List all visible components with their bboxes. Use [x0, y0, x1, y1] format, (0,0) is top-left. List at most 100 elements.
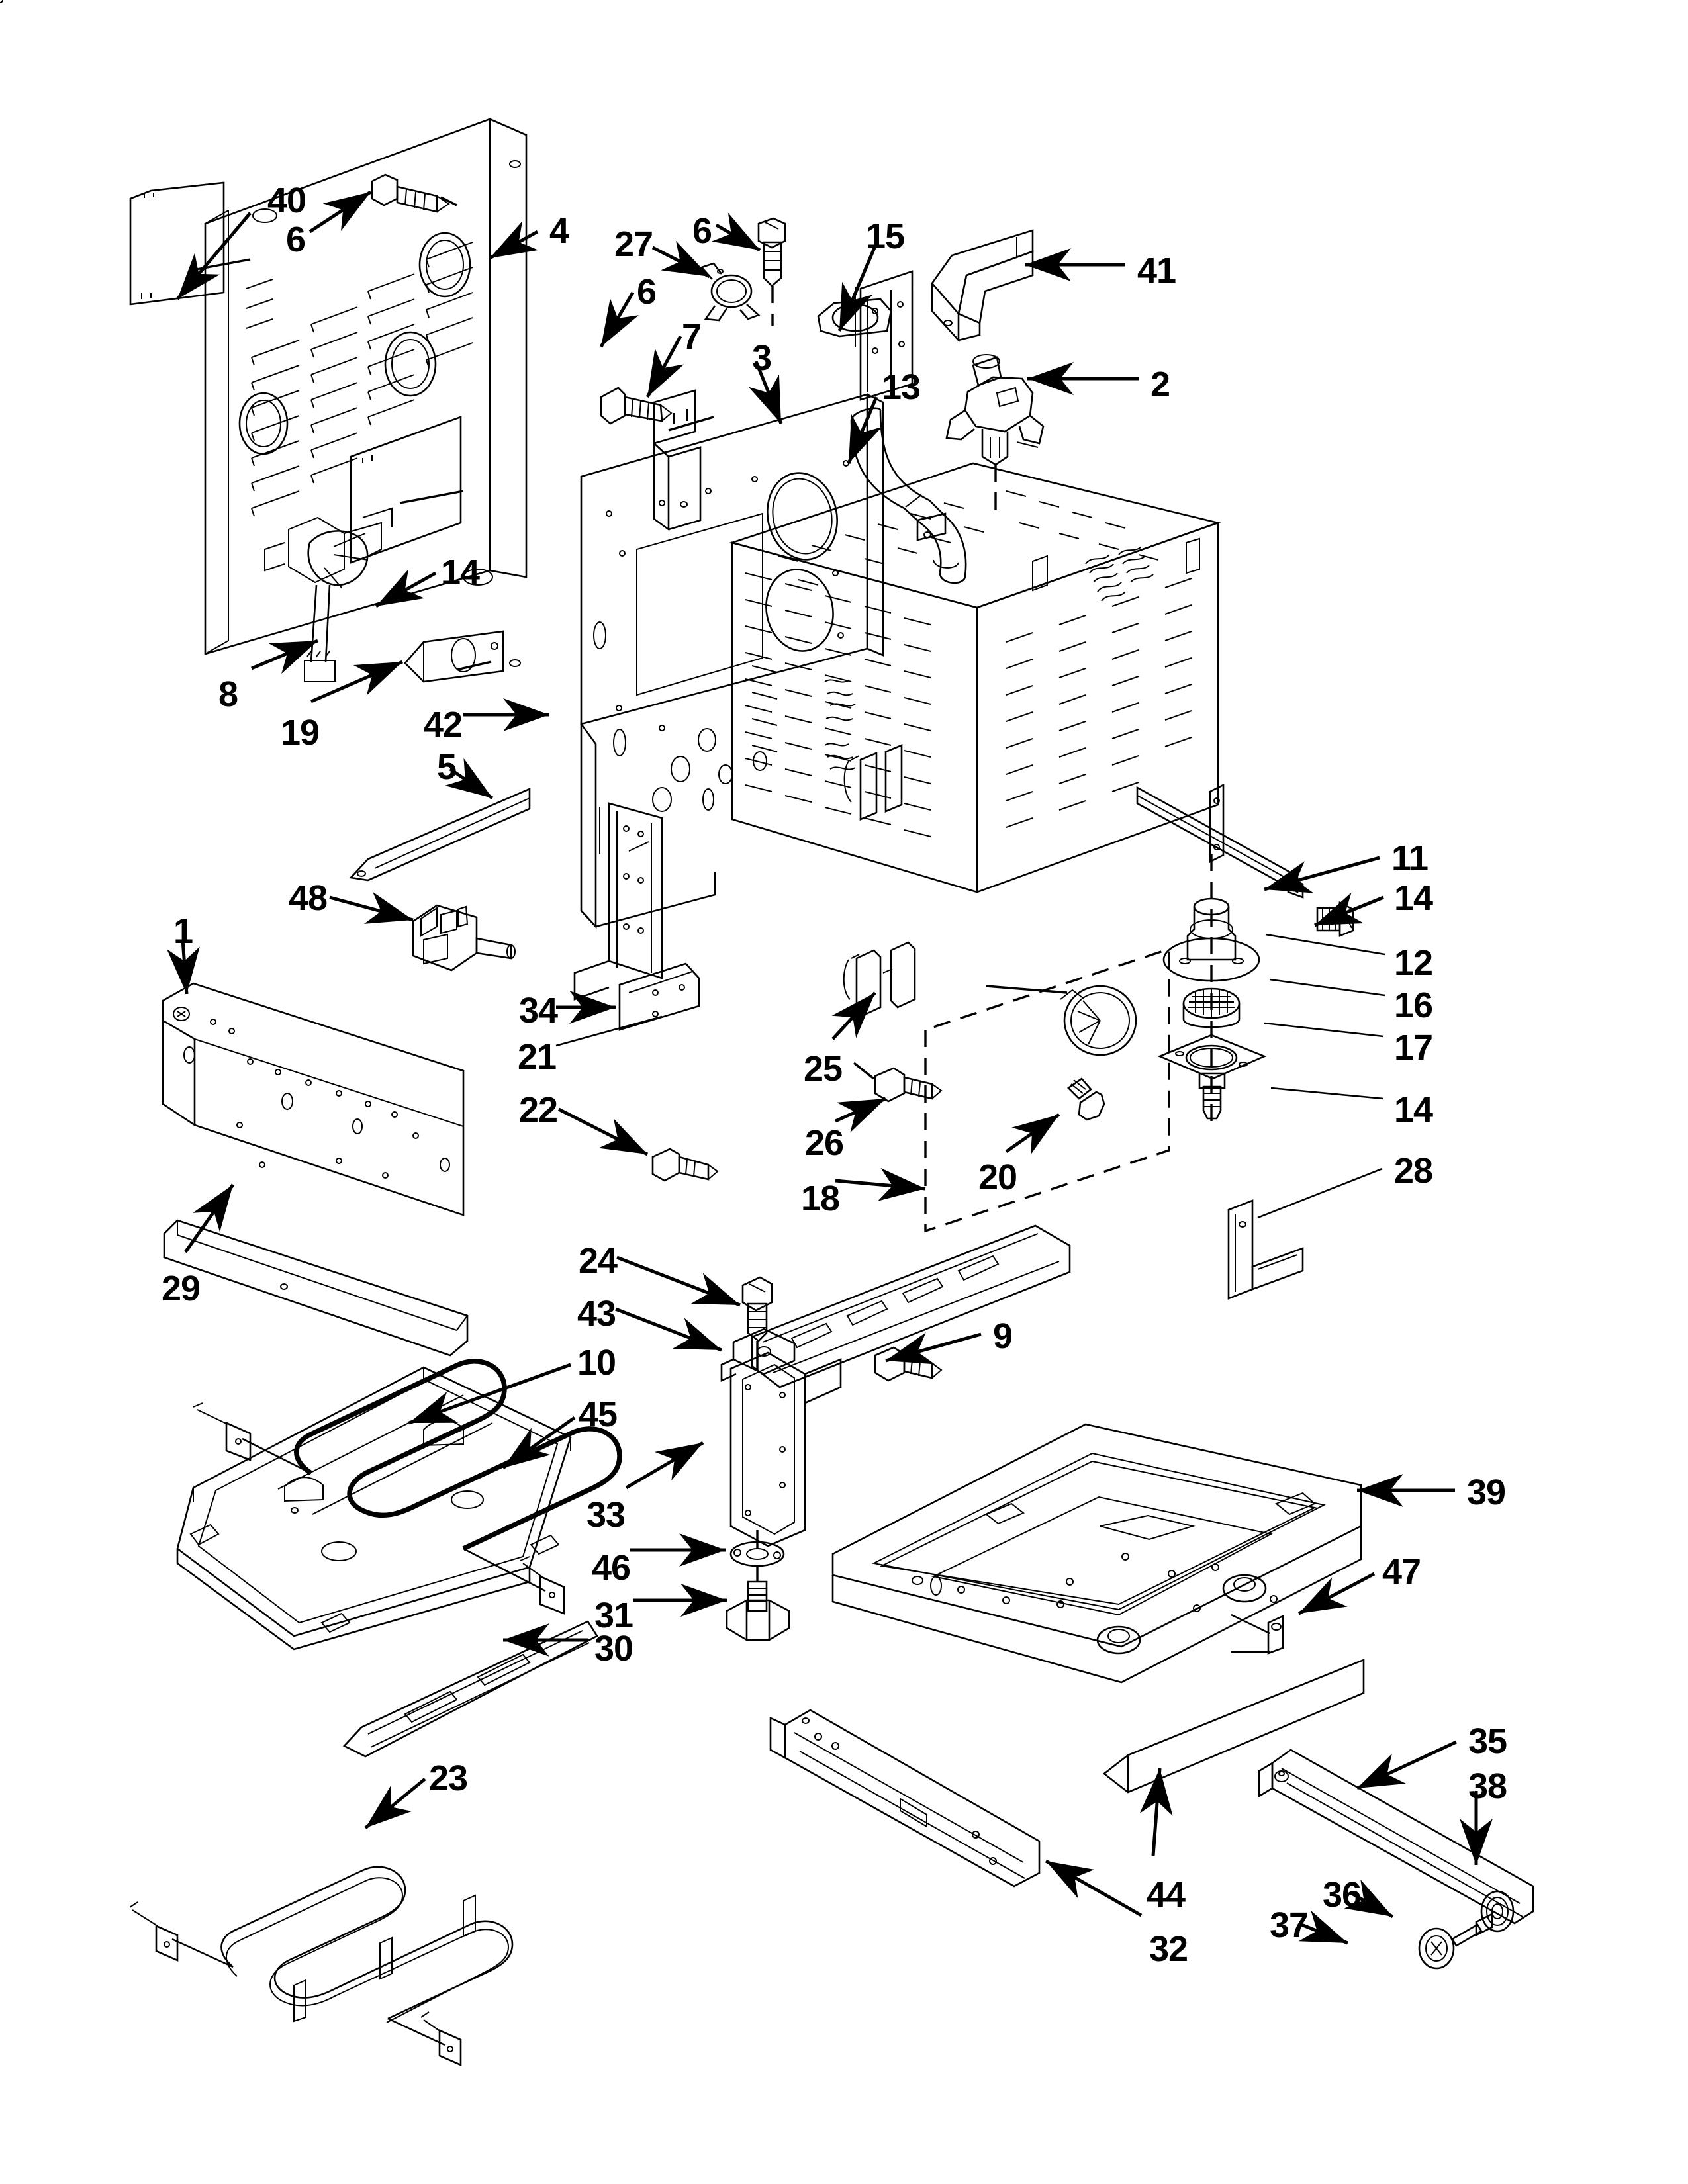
leader-line-33 [625, 1441, 704, 1490]
callout-number-24: 24 [579, 1241, 618, 1281]
callout-number-25: 25 [804, 1049, 843, 1089]
callout-number-40: 40 [267, 181, 306, 220]
part-corner-bracket [1227, 1199, 1304, 1300]
callout-leaders [166, 190, 1493, 1945]
callout-number-6: 6 [692, 211, 712, 251]
leader-line-45 [502, 1416, 576, 1470]
leader-line-26 [834, 1097, 887, 1133]
part-rack-guide-rail [342, 1620, 598, 1758]
callout-number-9: 9 [993, 1316, 1013, 1356]
leader-line-7 [645, 335, 684, 398]
callout-number-44: 44 [1147, 1875, 1186, 1915]
callout-number-45: 45 [579, 1394, 618, 1434]
callout-number-8: 8 [218, 674, 238, 714]
part-fan-shroud [404, 630, 504, 683]
callout-number-29: 29 [162, 1269, 201, 1308]
leader-line-23 [364, 1778, 426, 1829]
callout-number-38: 38 [1468, 1766, 1507, 1806]
part-broil-element [129, 1866, 514, 2066]
part-rear-panel [204, 118, 528, 667]
leader-line-6 [599, 291, 639, 348]
part-screw-6-right [757, 217, 786, 326]
leader-line-11 [1264, 856, 1380, 893]
callout-number-16: 16 [1394, 985, 1433, 1025]
callout-number-18: 18 [801, 1179, 840, 1218]
dashed-region [924, 947, 1170, 1233]
leader-line-32 [1045, 1859, 1143, 1917]
leader-line-8 [251, 639, 318, 674]
callout-number-37: 37 [1270, 1905, 1309, 1945]
callout-number-7: 7 [682, 317, 702, 357]
leader-line-6 [308, 190, 372, 234]
part-side-panel [573, 802, 700, 1031]
part-gas-valve [945, 354, 1045, 510]
leader-line-24 [616, 1255, 741, 1307]
part-fan-motor [264, 507, 393, 682]
part-door-latch-motor [412, 904, 516, 972]
part-side-trim-rail [349, 788, 531, 882]
callout-number-19: 19 [281, 713, 320, 752]
callout-number-41: 41 [1137, 251, 1176, 291]
callout-number-48: 48 [289, 878, 328, 918]
part-drawer-glide [1258, 1749, 1534, 1970]
part-rail-and-leg [720, 1224, 1071, 1641]
callout-number-11: 11 [1391, 839, 1429, 878]
callout-number-14: 14 [441, 553, 480, 592]
leader-line-47 [1297, 1572, 1376, 1615]
part-screw-26 [853, 1062, 943, 1103]
callout-number-15: 15 [866, 216, 905, 256]
callout-number-22: 22 [519, 1090, 558, 1130]
leader-line-1 [166, 939, 200, 995]
callout-number-10: 10 [577, 1343, 616, 1383]
callout-number-4: 4 [549, 211, 569, 251]
leader-line-28 [1257, 1167, 1383, 1219]
part-heat-shield [1102, 1659, 1365, 1794]
callout-number-1: 1 [173, 911, 193, 951]
callout-number-26: 26 [805, 1123, 844, 1163]
callout-number-14: 14 [1394, 878, 1433, 918]
callout-number-13: 13 [882, 367, 921, 407]
callout-number-31: 31 [594, 1596, 633, 1635]
callout-number-32: 32 [1149, 1929, 1188, 1969]
callout-number-21: 21 [518, 1037, 557, 1077]
callout-number-14: 14 [1394, 1090, 1433, 1130]
part-wire-clamp [700, 262, 761, 322]
leader-line-17 [1264, 1022, 1384, 1038]
callout-number-36: 36 [1323, 1875, 1362, 1915]
leader-line-48 [329, 891, 414, 924]
callout-number-23: 23 [429, 1758, 468, 1798]
callout-number-17: 17 [1394, 1028, 1433, 1068]
callout-number-39: 39 [1467, 1473, 1506, 1512]
part-screw-22 [651, 1148, 719, 1182]
leader-line-27 [651, 240, 711, 279]
leader-line-20 [1005, 1113, 1060, 1155]
leader-line-40 [176, 212, 252, 300]
part-screw-6-top [371, 173, 457, 213]
callout-number-42: 42 [424, 705, 463, 745]
part-hinge-receiver [843, 941, 916, 1017]
part-oven-bottom-pan [831, 1423, 1362, 1684]
callout-number-34: 34 [519, 991, 558, 1030]
part-bake-element [193, 1359, 622, 1615]
leader-line-21 [555, 1015, 663, 1047]
leader-line-15 [837, 246, 877, 332]
callout-number-6: 6 [286, 220, 306, 259]
leader-line-14 [375, 569, 437, 608]
leader-line-14 [1314, 892, 1384, 927]
callout-number-43: 43 [577, 1294, 616, 1334]
leader-line-3 [748, 361, 783, 424]
part-drawer-rail-channel [769, 1709, 1041, 1888]
part-burner-assembly [1157, 854, 1267, 1125]
callout-number-33: 33 [586, 1495, 626, 1535]
callout-number-28: 28 [1394, 1151, 1433, 1191]
leader-line-35 [1356, 1740, 1458, 1790]
leader-line-9 [885, 1332, 982, 1365]
part-cover-bracket [931, 229, 1034, 343]
leader-line-6 [711, 212, 761, 252]
leader-line-5 [445, 758, 494, 800]
callout-number-47: 47 [1382, 1552, 1421, 1592]
callout-number-20: 20 [978, 1158, 1017, 1197]
leader-line-25 [831, 991, 876, 1040]
